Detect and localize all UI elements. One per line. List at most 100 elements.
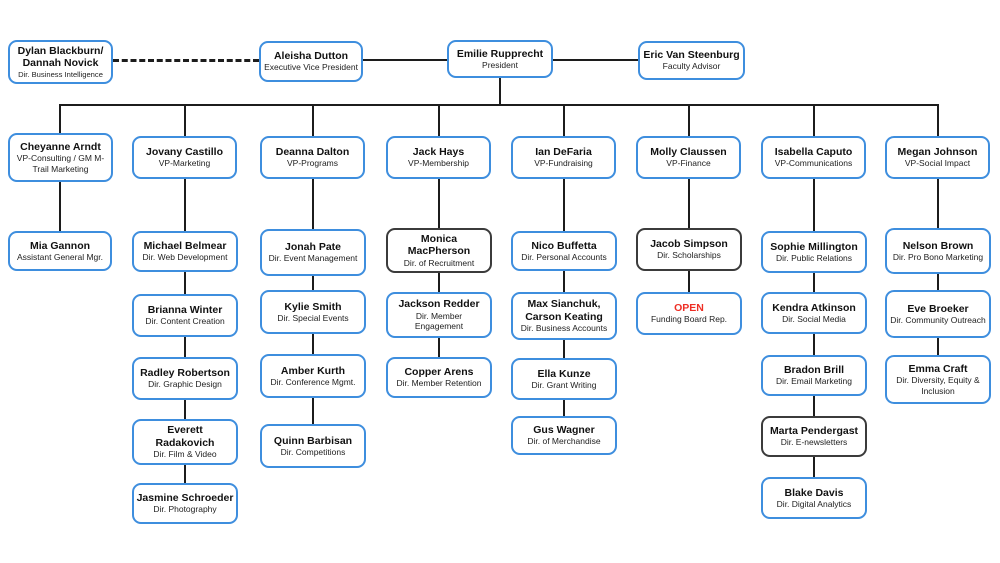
person-title: Dir. Conference Mgmt. — [270, 376, 356, 387]
org-node-jovany-castillo: Jovany Castillo VP-Marketing — [132, 136, 237, 179]
org-node-aleisha-dutton: Aleisha Dutton Executive Vice President — [259, 41, 363, 82]
person-name: Bradon Brill — [783, 364, 845, 376]
person-title: Dir. Member Engagement — [414, 310, 464, 332]
org-node-monica-macpherson: Monica MacPherson Dir. of Recruitment — [386, 228, 492, 273]
person-name: Deanna Dalton — [275, 146, 350, 158]
org-node-max-sianchuk-carson-keating: Max Sianchuk, Carson Keating Dir. Busine… — [511, 292, 617, 340]
org-node-jack-hays: Jack Hays VP-Membership — [386, 136, 491, 179]
org-node-amber-kurth: Amber Kurth Dir. Conference Mgmt. — [260, 354, 366, 398]
org-node-cheyanne-arndt: Cheyanne Arndt VP-Consulting / GM M-Trai… — [8, 133, 113, 182]
org-node-nelson-brown: Nelson Brown Dir. Pro Bono Marketing — [885, 228, 991, 274]
org-node-brianna-winter: Brianna Winter Dir. Content Creation — [132, 294, 238, 337]
person-title: Dir. Web Development — [142, 252, 228, 263]
org-node-molly-claussen: Molly Claussen VP-Finance — [636, 136, 741, 179]
person-name: Nelson Brown — [902, 239, 974, 252]
person-name: Jackson Redder — [398, 298, 480, 311]
connector-dashed-dylan-aleisha — [113, 59, 259, 62]
person-name: Ella Kunze — [537, 367, 591, 380]
org-node-ella-kunze: Ella Kunze Dir. Grant Writing — [511, 358, 617, 400]
org-node-sophie-millington: Sophie Millington Dir. Public Relations — [761, 231, 867, 273]
person-title: Funding Board Rep. — [650, 314, 728, 325]
person-name: Radley Robertson — [140, 367, 230, 379]
person-name: Quinn Barbisan — [273, 434, 353, 447]
person-title: Dir. Social Media — [782, 313, 846, 324]
person-name: Megan Johnson — [897, 146, 978, 158]
org-node-eve-broeker: Eve Broeker Dir. Community Outreach — [885, 290, 991, 338]
person-title: Dir. Public Relations — [775, 252, 853, 263]
org-node-quinn-barbisan: Quinn Barbisan Dir. Competitions — [260, 424, 366, 468]
org-node-michael-belmear: Michael Belmear Dir. Web Development — [132, 231, 238, 272]
connector-emilie-down — [499, 78, 501, 106]
person-title: Dir. Graphic Design — [148, 379, 222, 390]
person-name: Emma Craft — [908, 362, 968, 375]
person-title: Dir. E-newsletters — [780, 437, 848, 448]
org-node-copper-arens: Copper Arens Dir. Member Retention — [386, 357, 492, 398]
person-name: Cheyanne Arndt — [20, 140, 101, 153]
org-node-eric-van-steenburg: Eric Van Steenburg Faculty Advisor — [638, 41, 745, 80]
person-name: Isabella Caputo — [774, 146, 853, 158]
person-name: Max Sianchuk, Carson Keating — [525, 298, 603, 323]
person-name: Jasmine Schroeder — [136, 492, 234, 504]
org-node-isabella-caputo: Isabella Caputo VP-Communications — [761, 136, 866, 179]
person-title: Faculty Advisor — [662, 61, 721, 72]
person-title: Dir. Diversity, Equity & Inclusion — [896, 375, 980, 396]
person-name: Ian DeFaria — [535, 146, 592, 158]
person-title: VP-Social Impact — [904, 158, 971, 169]
person-title: Assistant General Mgr. — [17, 251, 103, 262]
person-title: Dir. Film & Video — [153, 449, 217, 460]
person-title: Dir. Personal Accounts — [521, 251, 607, 262]
person-title: Dir. Member Retention — [396, 378, 482, 389]
org-node-radley-robertson: Radley Robertson Dir. Graphic Design — [132, 357, 238, 400]
person-name: Everett Radakovich — [155, 424, 215, 449]
org-node-blake-davis: Blake Davis Dir. Digital Analytics — [761, 477, 867, 519]
person-title: VP-Programs — [286, 158, 338, 169]
person-name: Monica MacPherson — [407, 232, 471, 258]
person-title: Dir. Pro Bono Marketing — [892, 251, 984, 262]
org-node-ian-defaria: Ian DeFaria VP-Fundraising — [511, 136, 616, 179]
person-title: Dir. of Merchandise — [527, 436, 601, 447]
person-name: Amber Kurth — [280, 364, 346, 377]
person-name: Nico Buffetta — [531, 239, 597, 252]
connector-col7 — [813, 104, 815, 477]
org-node-mia-gannon: Mia Gannon Assistant General Mgr. — [8, 231, 112, 271]
org-node-dylan-blackburn: Dylan Blackburn/ Dannah Novick Dir. Busi… — [8, 40, 113, 84]
org-node-open-funding-board-rep: OPEN Funding Board Rep. — [636, 292, 742, 335]
person-title: VP-Communications — [774, 158, 853, 169]
person-name: Molly Claussen — [650, 146, 727, 158]
person-name: Michael Belmear — [143, 240, 227, 252]
person-name: Gus Wagner — [533, 424, 595, 436]
person-name: Sophie Millington — [770, 240, 858, 253]
person-name: OPEN — [674, 302, 704, 314]
person-name: Mia Gannon — [29, 239, 91, 252]
org-node-jacob-simpson: Jacob Simpson Dir. Scholarships — [636, 228, 742, 271]
person-title: VP-Marketing — [158, 158, 211, 169]
org-node-kendra-atkinson: Kendra Atkinson Dir. Social Media — [761, 292, 867, 334]
org-node-jasmine-schroeder: Jasmine Schroeder Dir. Photography — [132, 483, 238, 524]
person-title: Dir. of Recruitment — [403, 257, 475, 268]
person-name: Jonah Pate — [284, 241, 342, 253]
connector-bus — [59, 104, 939, 106]
org-node-bradon-brill: Bradon Brill Dir. Email Marketing — [761, 355, 867, 396]
person-name: Blake Davis — [784, 486, 844, 499]
person-name: Eric Van Steenburg — [643, 49, 740, 61]
org-node-emilie-rupprecht: Emilie Rupprecht President — [447, 40, 553, 78]
person-title: VP-Finance — [666, 158, 711, 169]
person-title: Dir. Business Accounts — [520, 323, 608, 334]
connector-col6 — [688, 104, 690, 292]
person-name: Jacob Simpson — [650, 238, 728, 250]
person-title: Dir. Business Intelligence — [18, 69, 103, 79]
person-name: Marta Pendergast — [769, 425, 859, 437]
person-title: Dir. Content Creation — [145, 316, 225, 327]
person-title: Dir. Email Marketing — [775, 376, 853, 387]
person-name: Jack Hays — [412, 146, 465, 158]
person-name: Eve Broeker — [907, 302, 969, 315]
person-title: Dir. Grant Writing — [531, 379, 597, 390]
org-node-jackson-redder: Jackson Redder Dir. Member Engagement — [386, 292, 492, 338]
person-name: Dylan Blackburn/ Dannah Novick — [17, 44, 104, 70]
person-title: Dir. Event Management — [268, 253, 358, 264]
person-name: Kylie Smith — [284, 300, 342, 313]
person-name: Emilie Rupprecht — [456, 47, 544, 60]
person-title: Dir. Special Events — [277, 312, 349, 323]
org-node-megan-johnson: Megan Johnson VP-Social Impact — [885, 136, 990, 179]
